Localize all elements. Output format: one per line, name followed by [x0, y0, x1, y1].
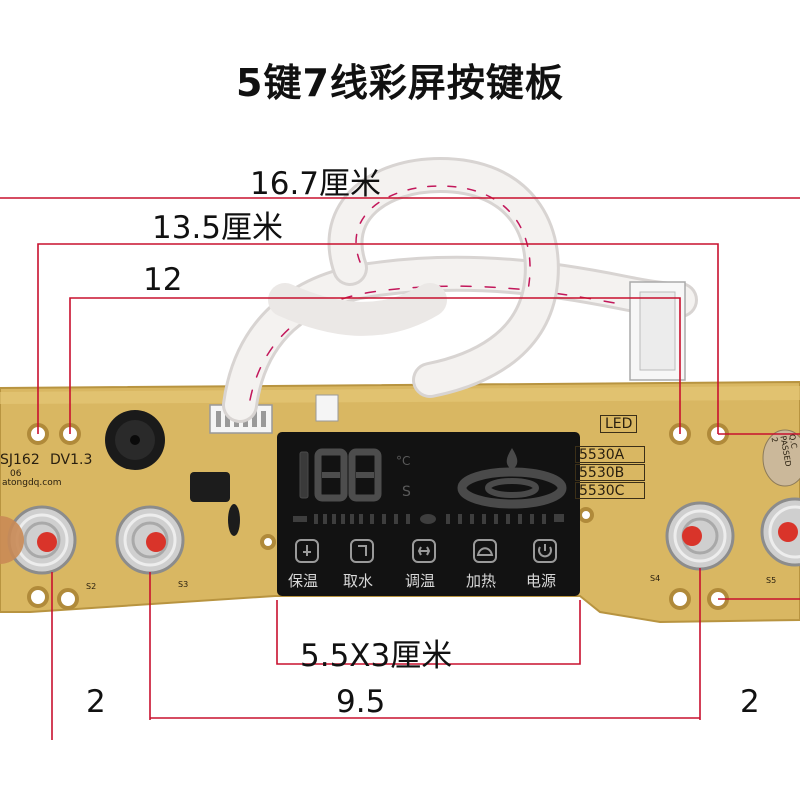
buzzer — [105, 410, 165, 470]
switch-label-s3: S3 — [178, 580, 189, 589]
board-website: atongdq.com — [2, 478, 62, 488]
dimension-lines — [0, 197, 800, 740]
crystal-component — [228, 504, 240, 536]
cable-connector — [629, 281, 686, 381]
spring-buttons — [0, 497, 800, 575]
heat-label: 加热 — [466, 572, 497, 590]
dispense-water-label: 取水 — [343, 572, 374, 590]
level-bar — [293, 514, 564, 524]
power-icon — [533, 539, 557, 563]
switch-label-s2: S2 — [86, 582, 97, 591]
time-unit: S — [402, 484, 411, 500]
variant-c: 5530C — [575, 482, 645, 499]
right-spacing-label: 2 — [740, 684, 760, 720]
hole-span-label: 13.5厘米 — [152, 210, 284, 246]
ribbon-cable — [222, 156, 698, 423]
power-label: 电源 — [526, 572, 557, 590]
qc-sticker-text: Q.C PASSED 2 — [769, 433, 799, 468]
board-small-text: 06 — [10, 469, 22, 479]
adjust-temp-label: 调温 — [405, 572, 436, 590]
led-label: LED — [600, 415, 638, 433]
switch-label-s4: S4 — [650, 574, 661, 583]
resistor-component — [190, 472, 230, 502]
inner-span-label: 12 — [143, 262, 183, 298]
total-width-label: 16.7厘米 — [250, 166, 382, 202]
keep-warm-label: 保温 — [288, 572, 319, 590]
heat-kettle-icon — [473, 539, 497, 563]
page-title: 5键7线彩屏按键板 — [236, 61, 564, 105]
left-spacing-label: 2 — [86, 684, 106, 720]
variant-a: 5530A — [575, 446, 645, 463]
adjust-temp-icon — [412, 539, 436, 563]
display-screen — [277, 432, 580, 596]
display-digits: 188 — [300, 454, 376, 500]
water-drop-icon — [457, 448, 567, 509]
dispense-water-icon — [350, 539, 374, 563]
temp-unit: °C — [396, 454, 411, 468]
board-model: SJ162 — [0, 452, 40, 468]
screen-size-label: 5.5X3厘米 — [300, 638, 453, 674]
variant-b: 5530B — [575, 464, 645, 481]
keep-warm-icon — [295, 539, 319, 563]
middle-spacing-label: 9.5 — [336, 684, 386, 720]
board-version: DV1.3 — [50, 452, 93, 468]
qc-sticker — [762, 429, 800, 487]
switch-label-s5: S5 — [766, 576, 777, 585]
